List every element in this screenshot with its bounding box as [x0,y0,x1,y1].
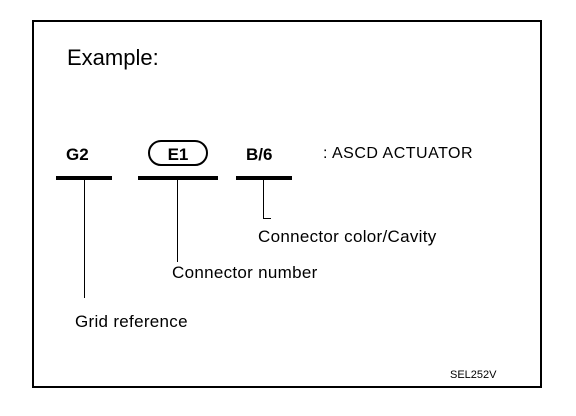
connector-color-cavity-label: Connector color/Cavity [258,227,437,246]
grid-reference-underline [56,176,112,180]
connector-color-cavity-underline [236,176,292,180]
diagram-frame [32,20,542,388]
grid-reference-leader [84,180,85,298]
figure-id: SEL252V [450,369,497,381]
connector-number-underline [138,176,218,180]
grid-reference-code: G2 [66,145,89,164]
connector-number-oval: E1 [148,140,208,166]
connector-description: : ASCD ACTUATOR [323,145,474,162]
connector-number-label: Connector number [172,263,318,282]
connector-color-cavity-leader [263,180,264,218]
grid-reference-label: Grid reference [75,312,188,331]
diagram-heading: Example: [67,45,159,70]
connector-number-code: E1 [167,145,189,164]
connector-color-cavity-leader-tick [263,218,271,219]
connector-color-cavity-code: B/6 [246,145,273,164]
connector-number-leader [177,180,178,262]
